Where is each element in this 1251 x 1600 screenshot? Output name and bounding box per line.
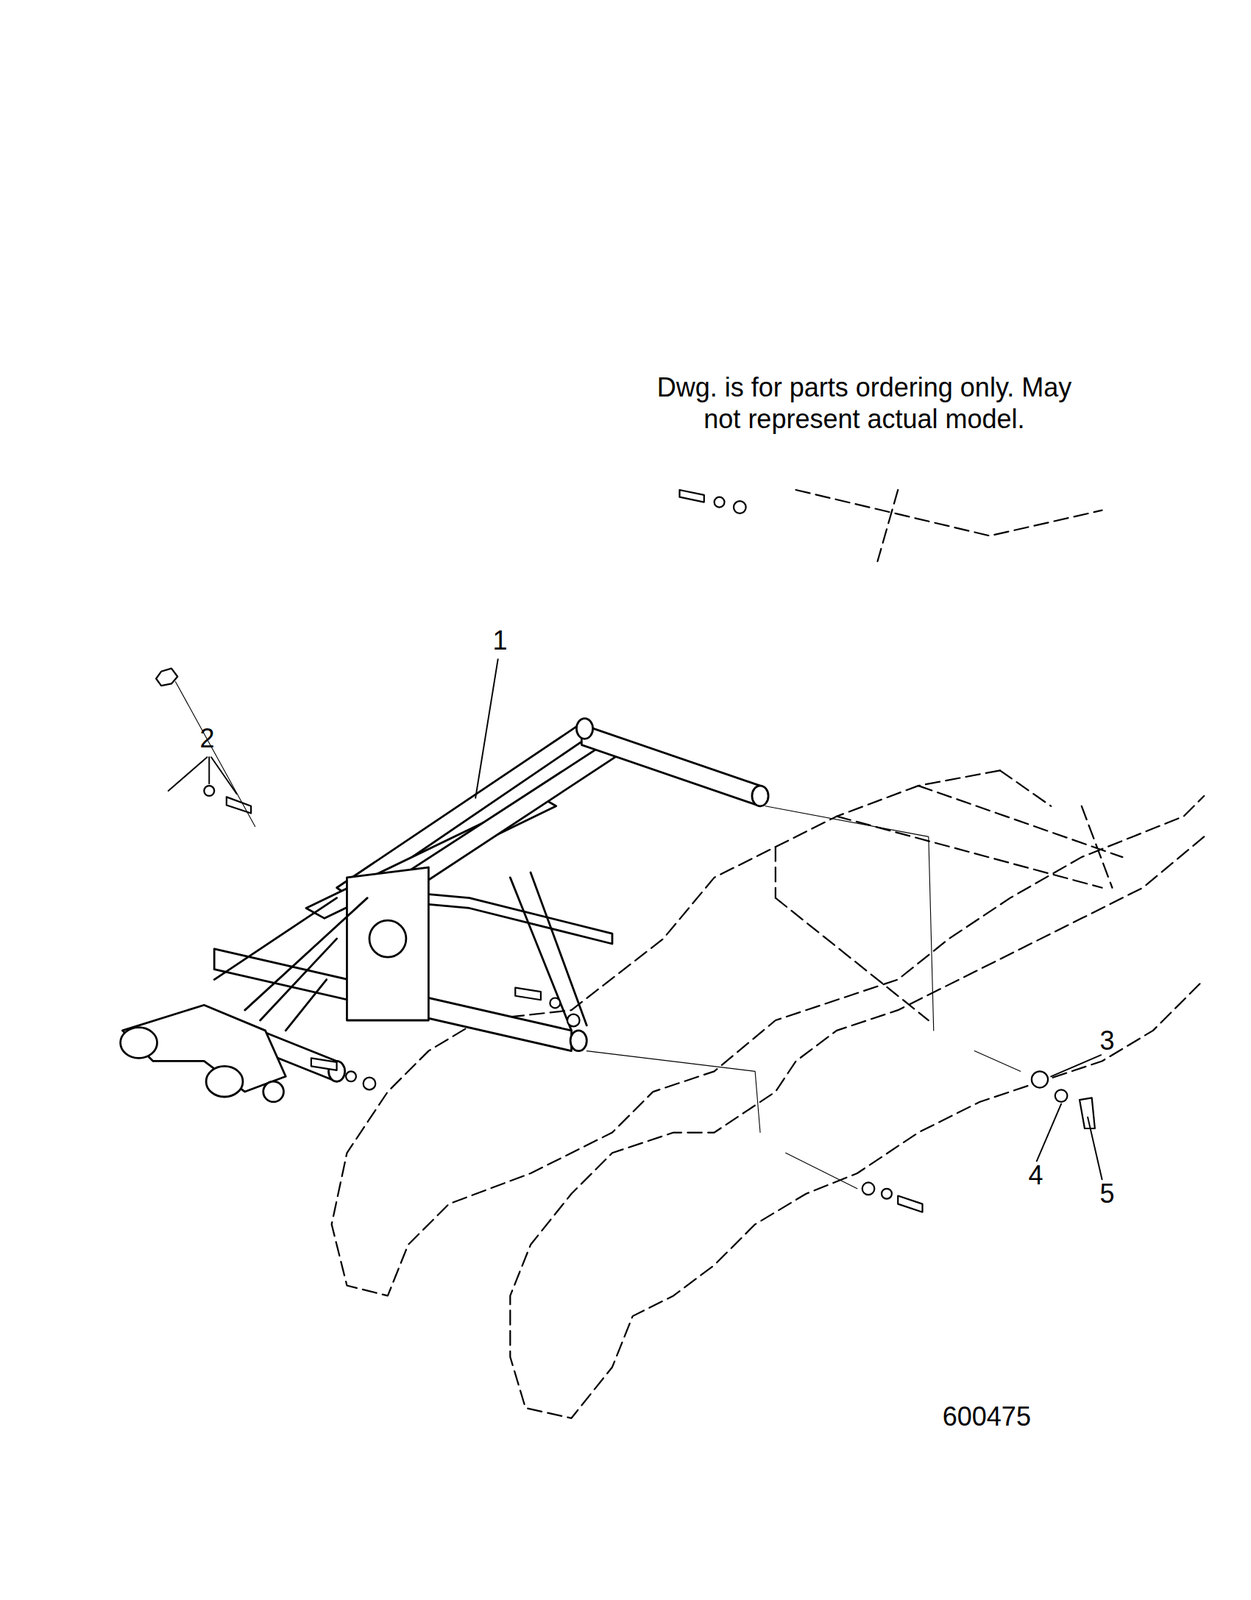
callout-number: 1 <box>492 624 508 657</box>
drawing-number: 600475 <box>942 1401 1031 1433</box>
callout-number: 5 <box>1099 1178 1115 1210</box>
callout-number: 4 <box>1028 1159 1043 1192</box>
callout-number: 3 <box>1099 1025 1115 1057</box>
note-text: Dwg. is for parts ordering only. May not… <box>643 371 1085 435</box>
callout-number: 2 <box>199 722 215 755</box>
